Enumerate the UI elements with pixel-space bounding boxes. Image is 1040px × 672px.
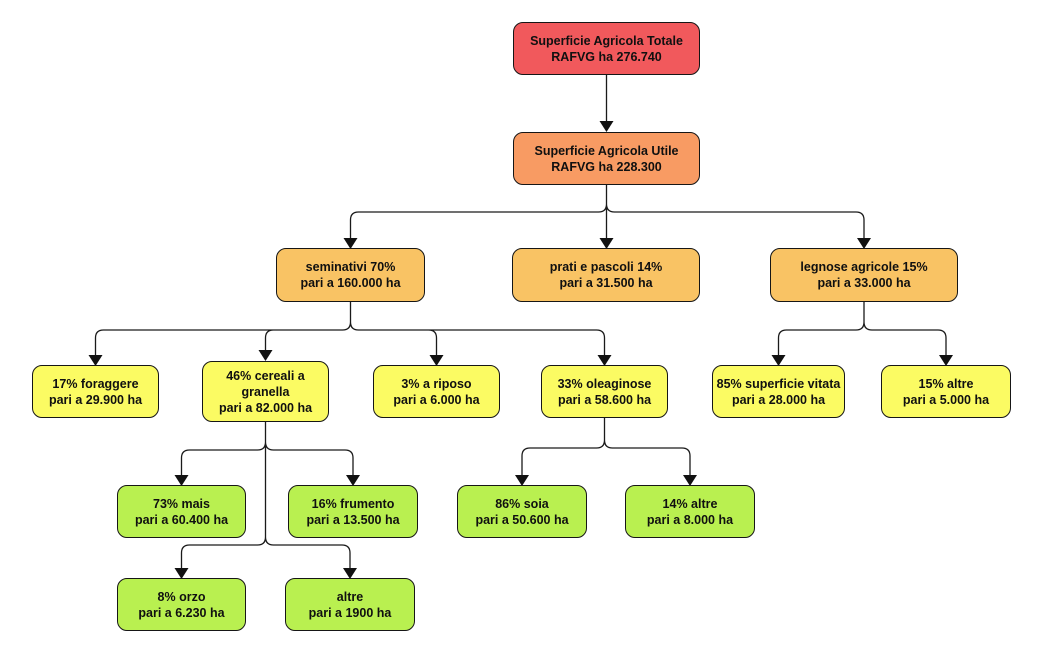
node-line: pari a 33.000 ha — [817, 276, 911, 290]
node-line: pari a 58.600 ha — [557, 392, 652, 407]
node-line: seminativi 70% — [305, 260, 396, 274]
node-line: 8% orzo — [157, 589, 206, 604]
node-superficie-vitata: 85% superficie vitata pari a 28.000 ha — [712, 365, 845, 418]
node-line: pari a 82.000 ha — [218, 400, 313, 415]
node-line: pari a 6.230 ha — [138, 605, 225, 620]
node-frumento: 16% frumento pari a 13.500 ha — [288, 485, 418, 538]
node-line: altre — [336, 589, 364, 604]
node-superficie-agricola-totale: Superficie Agricola Totale RAFVG ha 276.… — [513, 22, 700, 75]
node-oleaginose: 33% oleaginose pari a 58.600 ha — [541, 365, 668, 418]
node-line: 14% altre — [662, 496, 718, 511]
node-line: 33% oleaginose — [557, 376, 652, 391]
node-line: pari a 5.000 ha — [902, 392, 990, 407]
node-line: Superficie Agricola Totale — [530, 33, 683, 48]
node-line: prati e pascoli 14% — [549, 260, 663, 274]
node-line: pari a 160.000 ha — [300, 276, 401, 290]
node-seminativi: seminativi 70% pari a 160.000 ha — [276, 248, 425, 302]
node-superficie-agricola-utile: Superficie Agricola Utile RAFVG ha 228.3… — [513, 132, 700, 185]
arrowheads — [88, 121, 953, 579]
node-cereali-a-granella: 46% cereali a granella pari a 82.000 ha — [202, 361, 329, 422]
node-legnose-agricole: legnose agricole 15% pari a 33.000 ha — [770, 248, 958, 302]
node-prati-e-pascoli: prati e pascoli 14% pari a 31.500 ha — [512, 248, 700, 302]
node-altre-cereali: altre pari a 1900 ha — [285, 578, 415, 631]
node-line: pari a 8.000 ha — [646, 512, 734, 527]
node-line: granella — [241, 384, 290, 399]
node-line: pari a 6.000 ha — [393, 392, 480, 407]
node-soia: 86% soia pari a 50.600 ha — [457, 485, 587, 538]
node-line: RAFVG ha 228.300 — [551, 159, 662, 174]
node-altre-legnose: 15% altre pari a 5.000 ha — [881, 365, 1011, 418]
node-line: RAFVG ha 276.740 — [551, 49, 662, 64]
node-line: pari a 50.600 ha — [475, 512, 569, 527]
node-a-riposo: 3% a riposo pari a 6.000 ha — [373, 365, 500, 418]
node-line: 73% mais — [153, 496, 210, 511]
node-altre-oleaginose: 14% altre pari a 8.000 ha — [625, 485, 755, 538]
node-line: 3% a riposo — [401, 376, 472, 391]
connector-paths — [94, 75, 947, 569]
node-line: pari a 1900 ha — [308, 605, 392, 620]
node-line: pari a 60.400 ha — [134, 512, 229, 527]
node-line: 85% superficie vitata — [716, 376, 841, 391]
node-line: 17% foraggere — [52, 376, 139, 391]
node-line: 15% altre — [918, 376, 974, 391]
node-line: pari a 31.500 ha — [559, 276, 653, 290]
node-line: pari a 13.500 ha — [306, 512, 400, 527]
node-line: 16% frumento — [311, 496, 395, 511]
node-line: legnose agricole 15% — [800, 260, 928, 274]
node-line: 86% soia — [495, 496, 549, 511]
node-line: Superficie Agricola Utile — [534, 143, 679, 158]
node-line: pari a 29.900 ha — [48, 392, 143, 407]
node-orzo: 8% orzo pari a 6.230 ha — [117, 578, 246, 631]
node-line: 46% cereali a — [226, 368, 305, 383]
node-foraggere: 17% foraggere pari a 29.900 ha — [32, 365, 159, 418]
node-line: pari a 28.000 ha — [731, 392, 826, 407]
node-mais: 73% mais pari a 60.400 ha — [117, 485, 246, 538]
